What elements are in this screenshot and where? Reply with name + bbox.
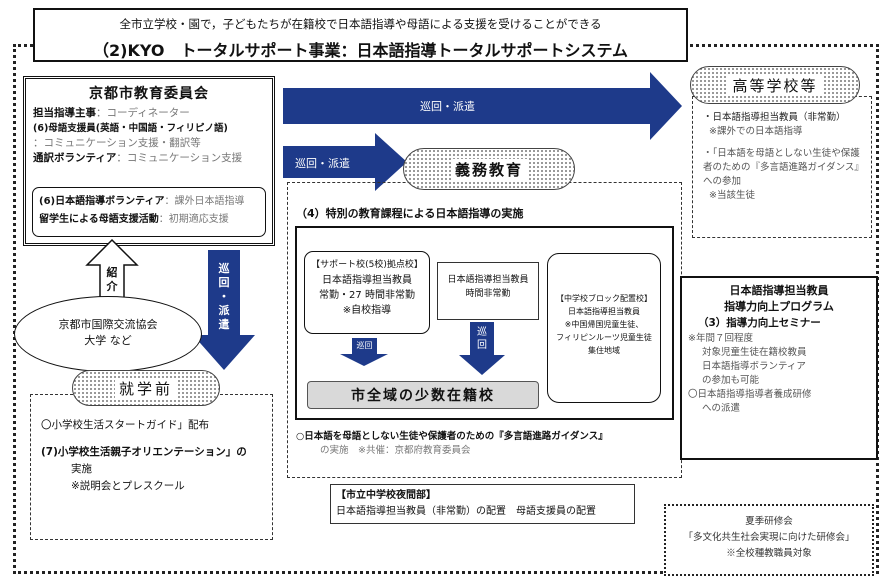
down-arrow (193, 250, 255, 370)
header-subtitle: 全市立学校・園で，子どもたちが在籍校で日本語指導や母語による支援を受けることがで… (119, 17, 602, 31)
org-ellipse: 京都市国際交流協会 大学 など (14, 296, 202, 372)
board-line-2: (6)母語支援員(英語・中国語・フィリピノ語) (33, 123, 228, 134)
teacher-program-box: 日本語指導担当教員 指導力向上プログラム （3）指導力向上セミナー ※年間７回程… (680, 276, 878, 460)
board-box: 京都市教育委員会 担当指導主事：コーディネーター (6)母語支援員(英語・中国語… (23, 76, 275, 246)
middle-arrow (283, 133, 407, 191)
high-school-box: ・日本語指導担当教員（非常勤） ※課外での日本語指導 ・「日本語を母語としない生… (692, 96, 872, 238)
preschool-box: 〇小学校生活スタートガイド」配布 (7)小学校生活親子オリエンテーション」の 実… (30, 394, 273, 540)
high-school-pill: 高等学校等 (690, 66, 860, 104)
program-frame (295, 226, 674, 420)
guidance-text: ○日本語を母語としない生徒や保護者のための『多言語進路ガイダンス』 の実施 ※共… (296, 431, 608, 456)
junkai-label: 巡回 (356, 341, 373, 350)
block-school-box: 【中学校ブロック配置校】 日本語指導担当教員 ※中国帰国児童生徒、 フィリピンル… (547, 253, 661, 403)
few-students-box: 市全域の少数在籍校 (307, 381, 539, 409)
night-school-box: 【市立中学校夜間部】 日本語指導担当教員（非常勤）の配置 母語支援員の配置 (330, 484, 635, 524)
board-line-4: 通訳ボランティア：コミュニケーション支援 (33, 152, 243, 164)
junkai-arrow (340, 338, 388, 366)
board-line-1: 担当指導主事：コーディネーター (33, 107, 190, 119)
teacher-box: 日本語指導担当教員 時間非常勤 (437, 262, 539, 320)
board-inner-box: (6)日本語指導ボランティア：課外日本語指導 留学生による母語支援活動：初期適応… (32, 187, 266, 237)
preschool-pill: 就学前 (72, 370, 220, 406)
down-arrow-label: 巡 回 ・ 派 遣 (218, 262, 230, 331)
summer-training-box: 夏季研修会 「多文化共生社会実現に向けた研修会」 ※全校種教職員対象 (664, 504, 874, 576)
top-arrow (283, 72, 682, 140)
junkai-v-label: 巡 回 (477, 327, 487, 351)
compulsory-pill: 義務教育 (403, 148, 575, 190)
junkai-v-arrow (459, 322, 505, 375)
compulsory-heading: （4）特別の教育課程による日本語指導の実施 (296, 207, 524, 220)
top-arrow-label: 巡回・派遣 (420, 100, 475, 113)
board-title: 京都市教育委員会 (89, 86, 209, 102)
header-box: 全市立学校・園で，子どもたちが在籍校で日本語指導や母語による支援を受けることがで… (33, 8, 688, 62)
support-school-box: 【サポート校(5校)拠点校】 日本語指導担当教員 常勤・27 時間非常勤 ※自校… (304, 251, 430, 334)
header-title: （2)KYO トータルサポート事業：日本語指導トータルサポートシステム (93, 41, 628, 60)
middle-arrow-label: 巡回・派遣 (295, 157, 350, 170)
intro-arrow-label: 紹 介 (106, 266, 118, 293)
board-line-3: ：コミュニケーション支援・翻訳等 (33, 137, 201, 149)
